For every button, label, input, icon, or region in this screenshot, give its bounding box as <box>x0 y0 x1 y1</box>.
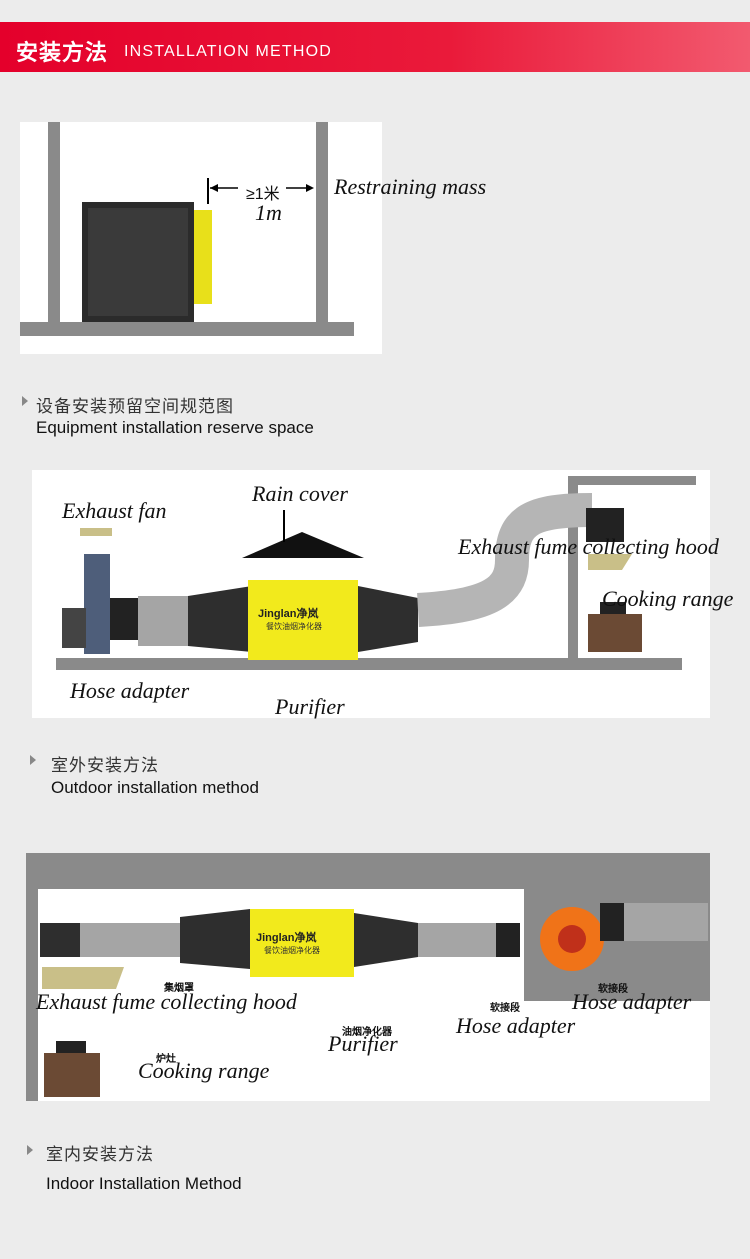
indoor-diagram <box>26 853 710 1101</box>
indoor-cooking-cn: 炉灶 <box>156 1054 176 1065</box>
caption3-cn: 室内安装方法 <box>46 1145 154 1164</box>
indoor-drawing <box>26 853 710 1101</box>
indoor-hose1-label: Hose adapter <box>456 1013 576 1038</box>
indoor-hose2-cn: 软接段 <box>598 984 628 995</box>
outdoor-hose-label: Hose adapter <box>70 678 190 703</box>
outdoor-purifier-label: Purifier <box>275 694 345 719</box>
restraining-mass-label: Restraining mass <box>334 174 487 199</box>
indoor-hose2-label: Hose adapter <box>572 989 692 1014</box>
indoor-cooking-label: Cooking range <box>138 1058 270 1083</box>
indoor-purifier-brand: Jinglan净岚 <box>256 932 317 944</box>
caption2-cn: 室外安装方法 <box>51 756 159 775</box>
caption2-en: Outdoor installation method <box>51 778 259 797</box>
dim-cn: ≥1米 <box>246 186 280 203</box>
caption-arrow-icon <box>30 755 36 765</box>
outdoor-cooking-label: Cooking range <box>602 586 734 611</box>
indoor-hood-cn: 集烟罩 <box>164 983 194 994</box>
outdoor-purifier-brand: Jinglan净岚 <box>258 608 319 620</box>
indoor-purifier-brand-sub: 餐饮油烟净化器 <box>264 946 320 955</box>
caption1-en: Equipment installation reserve space <box>36 418 314 437</box>
outdoor-purifier-brand-sub: 餐饮油烟净化器 <box>266 622 322 631</box>
outdoor-hood-label: Exhaust fume collecting hood <box>458 534 719 559</box>
caption-arrow-icon <box>22 396 28 406</box>
header-title-cn: 安装方法 <box>16 40 109 65</box>
header-bar <box>0 22 750 72</box>
indoor-hose1-cn: 软接段 <box>490 1003 520 1014</box>
caption3-en: Indoor Installation Method <box>46 1174 242 1193</box>
indoor-purifier-label: Purifier <box>328 1031 398 1056</box>
outdoor-drawing <box>56 476 696 670</box>
caption1-cn: 设备安装预留空间规范图 <box>36 397 234 416</box>
exhaust-fan-label: Exhaust fan <box>62 498 167 523</box>
dim-en: 1m <box>255 200 282 225</box>
rain-cover-label: Rain cover <box>252 481 348 506</box>
indoor-purifier-cn: 油烟净化器 <box>342 1027 392 1038</box>
header-title-en: INSTALLATION METHOD <box>124 43 333 60</box>
outdoor-diagram <box>32 470 710 718</box>
indoor-hood-label: Exhaust fume collecting hood <box>36 989 297 1014</box>
reserve-space-drawing <box>20 122 354 336</box>
caption-arrow-icon <box>27 1145 33 1155</box>
reserve-space-diagram <box>20 122 382 354</box>
